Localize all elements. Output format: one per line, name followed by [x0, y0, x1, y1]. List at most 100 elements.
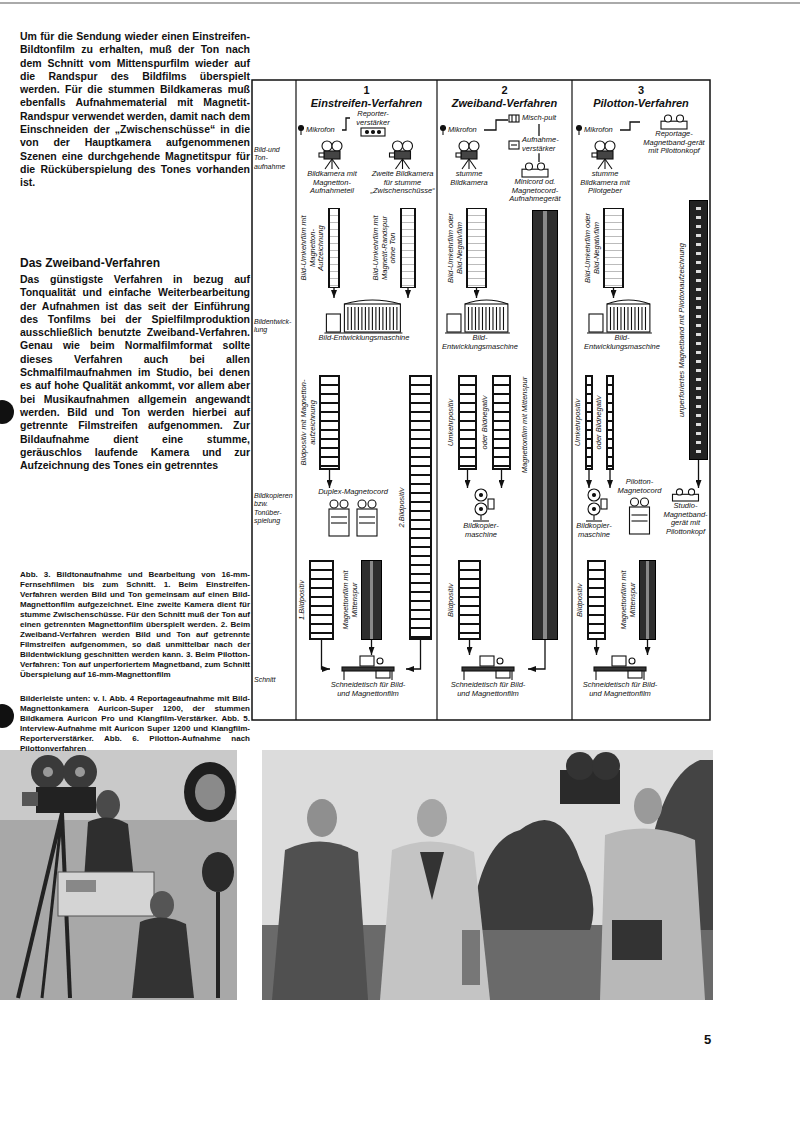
illustration-shape — [325, 159, 332, 169]
illustration-shape — [617, 307, 618, 330]
method-column: 1Einstreifen-VerfahrenMikrofonReporter-v… — [296, 80, 437, 720]
column-number: 3 — [572, 84, 710, 97]
equipment-node: Schneidetisch für Bild-und Magnettonfilm — [330, 655, 406, 698]
photo-caption: Bilderleiste unten: v. l. Abb. 4 Reporta… — [20, 694, 250, 754]
illustration-shape — [0, 2, 800, 4]
illustration-shape — [462, 159, 469, 169]
equipment-label: Bildkopier-maschine — [574, 522, 614, 539]
illustration-shape — [299, 126, 304, 136]
equipment-node: stumme Bildkamera — [442, 140, 496, 187]
column-title: Pilotton-Verfahren — [572, 97, 710, 110]
illustration-shape — [347, 307, 348, 330]
illustration-shape — [360, 656, 374, 666]
strip-label: Bild-Umkehrfilm oder Bild-Negativfilm — [447, 208, 464, 288]
illustration-shape — [592, 141, 615, 169]
illustration-shape — [566, 752, 594, 780]
equipment-label: Mikrofon — [584, 126, 620, 135]
illustration-shape — [331, 522, 347, 523]
film-strip: unperforiertes Magnetband mit Pilottonau… — [678, 200, 708, 460]
illustration-shape — [307, 799, 337, 837]
illustration-shape — [600, 829, 705, 1000]
illustration-shape — [511, 144, 517, 145]
equipment-icon — [441, 298, 519, 334]
equipment-label: Zweite Bildkamera für stumme „Zwischensc… — [369, 170, 436, 196]
film-strip: Magnettonfilm mit Mittenspur — [620, 560, 656, 640]
illustration-shape — [485, 307, 486, 330]
film-strip: 2.Bildpositiv — [398, 375, 432, 640]
illustration-shape — [511, 115, 512, 122]
illustration-shape — [509, 115, 519, 122]
illustration-shape — [391, 671, 392, 680]
equipment-label: Duplex-Magnetocord — [318, 488, 388, 497]
illustration-shape — [299, 126, 304, 131]
illustration-shape — [499, 307, 500, 330]
illustration-shape — [403, 141, 413, 151]
illustration-shape — [465, 300, 508, 304]
connector-arrow — [342, 118, 350, 130]
film-strip-band — [492, 375, 511, 470]
equipment-node: Bildkopier-maschine — [574, 488, 614, 539]
illustration-shape — [688, 489, 694, 495]
connector-arrow — [406, 640, 421, 669]
film-strip: 1.Bildpositiv — [298, 560, 334, 640]
body-text: Das günstigste Verfahren in bezug auf To… — [20, 273, 250, 472]
equipment-node: Minicord od. Magnetocord-Aufnahmegerät — [500, 162, 570, 204]
row-label: Bildkopieren bzw. Tonüber-spielung — [254, 492, 295, 526]
illustration-shape — [605, 159, 612, 169]
film-strip: Bild-Umkehrfilm mit Magnetton-Aufzeichnu… — [300, 208, 340, 288]
illustration-shape — [378, 131, 381, 134]
illustration-shape — [0, 400, 14, 424]
illustration-shape — [202, 852, 234, 892]
illustration-shape — [509, 115, 519, 122]
illustration-shape — [488, 499, 494, 509]
illustration-shape — [480, 508, 483, 511]
illustration-shape — [36, 787, 96, 813]
illustration-shape — [342, 667, 394, 671]
film-strip-band — [400, 208, 416, 288]
equipment-label: Minicord od. Magnetocord-Aufnahmegerät — [500, 178, 570, 204]
illustration-shape — [630, 498, 650, 534]
illustration-shape — [593, 494, 596, 497]
illustration-shape — [442, 131, 443, 136]
illustration-shape — [496, 671, 510, 678]
illustration-shape — [417, 799, 447, 837]
illustration-shape — [578, 131, 579, 136]
illustration-shape — [503, 307, 504, 330]
equipment-node: Misch-pult — [508, 112, 570, 124]
equipment-node: Schneidetisch für Bild-und Magnettonfilm — [448, 655, 528, 698]
equipment-label: stumme Bildkamera — [442, 170, 496, 187]
illustration-shape — [390, 153, 395, 157]
equipment-icon — [508, 112, 520, 124]
column-header: 3Pilotton-Verfahren — [572, 80, 710, 110]
strip-label: Umkehrpositiv — [574, 375, 583, 470]
connector-arrow — [484, 120, 508, 130]
equipment-node: Bild-Entwicklungsmaschine — [308, 298, 420, 343]
column-title: Zweiband-Verfahren — [437, 97, 572, 110]
film-strip-band — [309, 560, 334, 640]
illustration-shape — [592, 153, 597, 157]
illustration-shape — [465, 304, 508, 332]
illustration-shape — [478, 307, 479, 330]
equipment-icon — [500, 162, 570, 178]
equipment-icon — [574, 488, 614, 522]
equipment-label: Schneidetisch für Bild-und Magnettonfilm — [330, 681, 406, 698]
illustration-shape — [589, 314, 603, 332]
illustration-shape — [441, 126, 446, 131]
illustration-shape — [612, 920, 662, 960]
equipment-node: Bildkamera mit Magnetton-Aufnahmeteil — [298, 140, 366, 196]
illustration-shape — [515, 115, 516, 122]
illustration-shape — [594, 656, 646, 680]
illustration-shape — [393, 307, 394, 330]
illustration-shape — [322, 141, 332, 151]
film-strip: Bildpositiv — [576, 560, 606, 640]
illustration-shape — [628, 671, 642, 678]
illustration-shape — [645, 307, 646, 330]
illustration-shape — [661, 121, 687, 129]
connector-arrow — [596, 640, 597, 655]
illustration-shape — [627, 307, 628, 330]
equipment-icon — [640, 114, 708, 130]
illustration-shape — [522, 163, 548, 177]
equipment-label: Bildkopier-maschine — [448, 522, 514, 539]
equipment-icon — [617, 495, 662, 535]
connector-arrow — [538, 153, 539, 162]
